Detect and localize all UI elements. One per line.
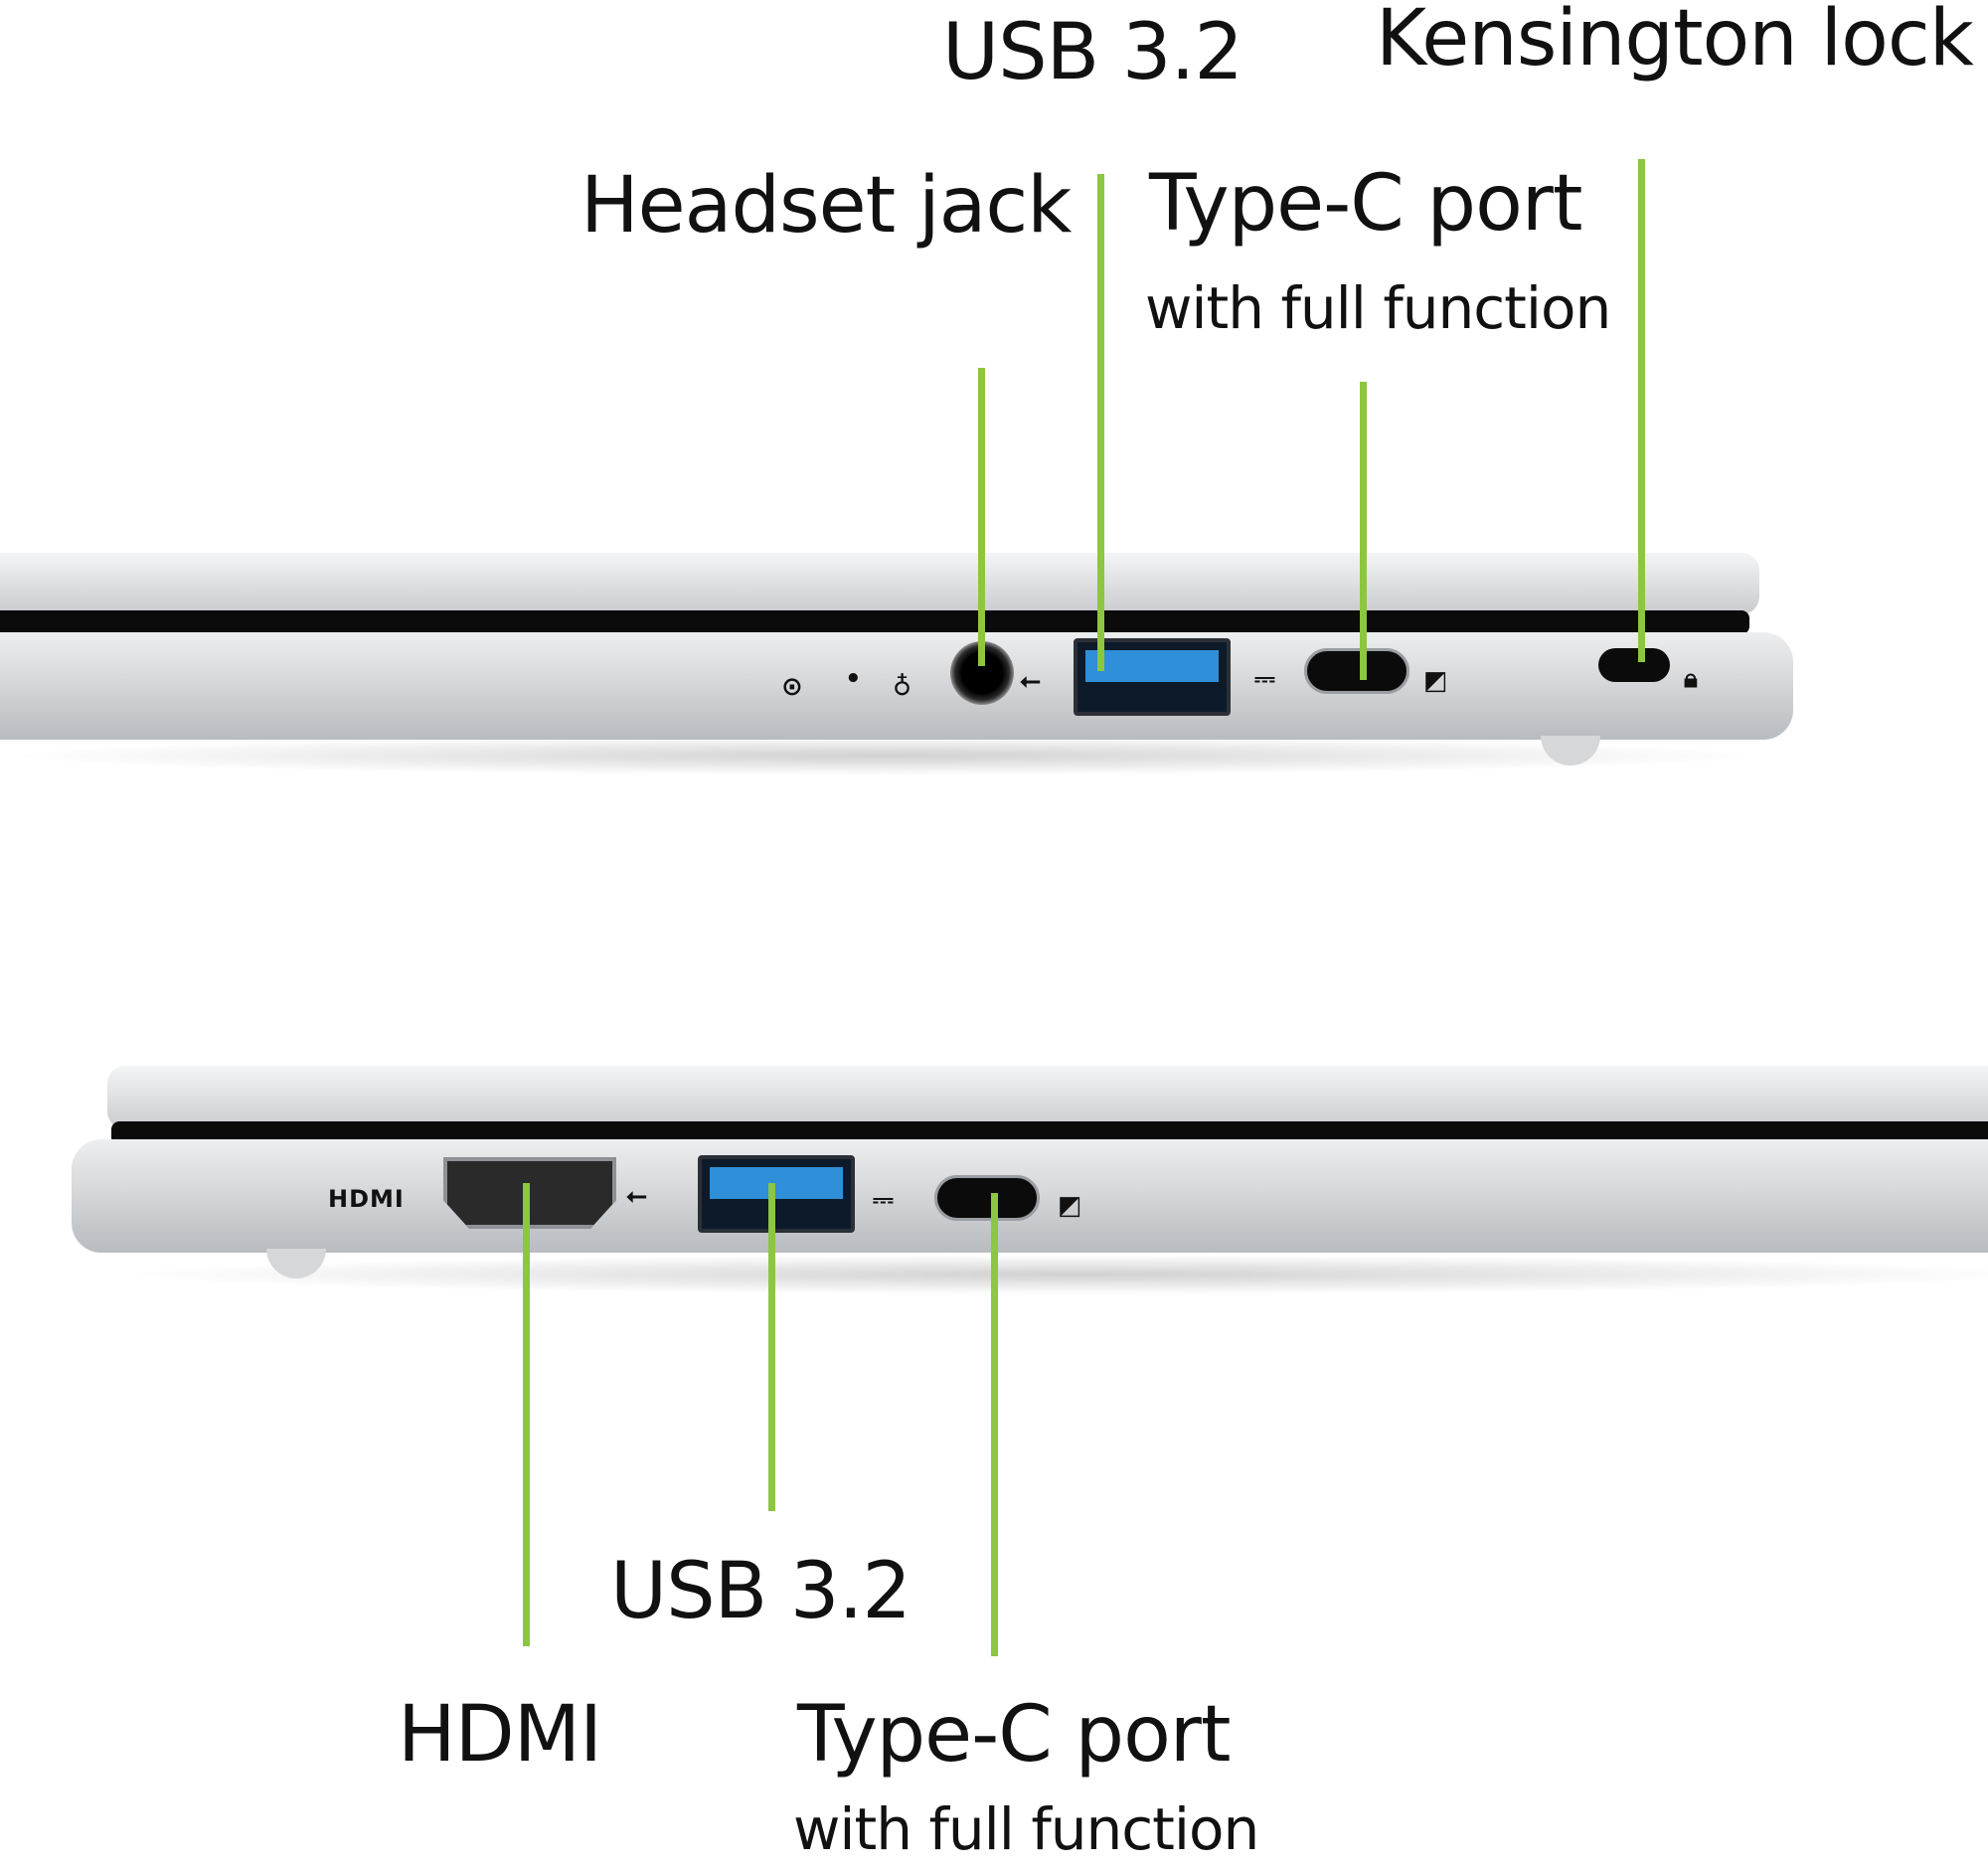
battery-icon: ⊙ [781, 672, 803, 702]
lock-icon: 🔒︎ [1684, 664, 1698, 694]
hdmi-leader-line [523, 1183, 530, 1646]
usb-a-port-bottom [698, 1155, 855, 1233]
kensington-label: Kensington lock [1376, 0, 1974, 84]
hdmi-label: HDMI [398, 1690, 602, 1780]
headset-icon: ♁ [893, 672, 912, 702]
typec-top-subtitle: with full function [1145, 274, 1611, 342]
usb-top-label: USB 3.2 [942, 8, 1243, 97]
usb-bottom-label: USB 3.2 [610, 1547, 911, 1636]
top-laptop-lid [0, 553, 1759, 614]
headset-label: Headset jack [580, 161, 1072, 251]
display-icon-bottom: ◩ [1058, 1191, 1082, 1221]
headset-leader-line [978, 368, 985, 666]
usb-icon: ⭠ [1020, 666, 1041, 696]
bottom-laptop-lid [107, 1066, 1988, 1129]
usb-icon-bottom: ⭠ [626, 1181, 647, 1211]
typec-bottom-subtitle: with full function [793, 1795, 1259, 1863]
usb-bottom-leader-line [768, 1183, 775, 1511]
led-icon: • [845, 664, 862, 694]
typec-bottom-title: Type-C port [797, 1690, 1231, 1780]
dc-in-icon: ⎓ [1254, 664, 1275, 694]
typec-port [1304, 648, 1409, 694]
top-laptop-base [0, 632, 1793, 740]
display-icon: ◩ [1423, 666, 1448, 696]
top-laptop-hinge [0, 610, 1749, 634]
top-laptop-shadow [0, 736, 1769, 775]
kensington-leader-line [1638, 159, 1645, 662]
hdmi-text-icon: HDMI [328, 1185, 405, 1213]
typec-top-leader-line [1360, 382, 1367, 680]
bottom-laptop-shadow [109, 1255, 1988, 1294]
hdmi-port [443, 1157, 616, 1229]
usb-top-leader-line [1097, 174, 1104, 671]
typec-top-title: Type-C port [1149, 159, 1582, 249]
typec-bottom-leader-line [991, 1193, 998, 1656]
typec-port-bottom [934, 1175, 1040, 1221]
kensington-slot [1598, 648, 1670, 682]
dc-in-icon-bottom: ⎓ [873, 1185, 894, 1215]
